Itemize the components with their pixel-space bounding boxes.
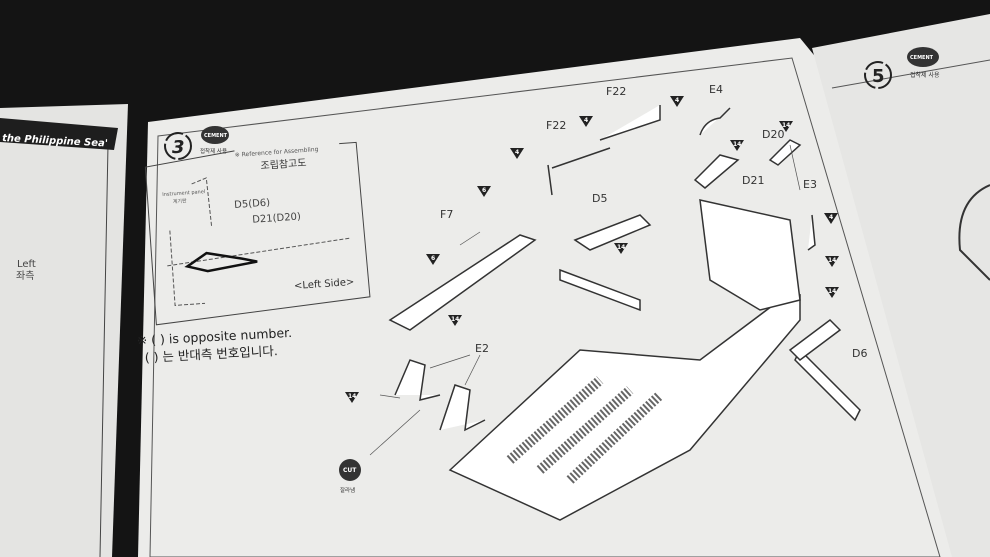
cement-mark: 14 — [345, 392, 359, 403]
cement-mark: 6 — [426, 254, 440, 265]
right-page-border — [831, 59, 990, 89]
cockpit-floor-part — [448, 199, 861, 521]
reference-box: ※ Reference for Assembling 조립참고도 Instrum… — [144, 141, 371, 326]
svg-text:14: 14 — [617, 244, 625, 251]
part-label-d5: D5 — [592, 192, 607, 205]
part-label-e3: E3 — [803, 178, 817, 191]
instrument-panel-label: Instrument panel — [162, 189, 205, 198]
cement-mark: 14 — [730, 140, 744, 151]
right-page-part-outline — [958, 184, 990, 281]
reference-title-ko: 조립참고도 — [260, 156, 307, 172]
part-label-f22-b: F22 — [546, 119, 566, 132]
step5-header: 5 CEMENT 접착제 사용 — [864, 47, 940, 89]
callout-d21-d20: D21(D20) — [252, 211, 301, 225]
left-side-caption: <Left Side> — [294, 277, 355, 292]
cement-mark: 14 — [825, 256, 839, 267]
svg-text:4: 4 — [675, 97, 679, 104]
svg-text:4: 4 — [829, 214, 833, 221]
svg-text:14: 14 — [828, 288, 836, 295]
callout-d5-d6: D5(D6) — [234, 198, 271, 211]
step5-cement-icon — [907, 47, 939, 67]
svg-text:6: 6 — [431, 255, 435, 262]
part-label-d21: D21 — [742, 174, 764, 187]
svg-text:14: 14 — [348, 393, 356, 400]
cut-badge-ko: 잘라냄 — [340, 486, 355, 494]
left-side-label: Left — [17, 259, 36, 270]
step3-cement-icon — [201, 126, 229, 144]
part-d6 — [788, 319, 842, 361]
part-f22-b — [599, 105, 661, 141]
part-d20 — [768, 139, 802, 166]
part-label-e4: E4 — [709, 83, 723, 96]
center-page — [138, 38, 955, 557]
opposite-number-note-ko: ( ) 는 반대측 번호입니다. — [144, 343, 278, 365]
part-label-d6: D6 — [852, 347, 867, 360]
cement-mark: 14 — [779, 121, 793, 132]
cement-mark: 14 — [448, 315, 462, 326]
step3-cement-badge: CEMENT — [204, 133, 228, 139]
left-page — [0, 104, 128, 557]
svg-text:4: 4 — [515, 149, 519, 156]
part-e4 — [699, 107, 731, 136]
cement-mark: 4 — [670, 96, 684, 107]
cement-mark: 4 — [824, 213, 838, 224]
cement-mark: 14 — [614, 243, 628, 254]
part-d5 — [573, 214, 652, 251]
step5-number: 5 — [872, 66, 885, 87]
right-page — [812, 14, 990, 557]
svg-text:14: 14 — [733, 141, 741, 148]
cut-badge-text: CUT — [343, 467, 357, 474]
part-label-f7: F7 — [440, 208, 453, 221]
left-side-label-ko: 좌측 — [16, 270, 34, 282]
part-f7 — [388, 234, 537, 331]
cement-mark: 14 — [825, 287, 839, 298]
cement-mark: 4 — [579, 116, 593, 127]
cut-icon — [339, 459, 361, 481]
left-page-inner-border — [99, 144, 109, 557]
part-label-d20: D20 — [762, 128, 784, 141]
part-f22-a — [547, 147, 611, 196]
step5-cement-badge: CEMENT — [910, 55, 934, 61]
cement-mark: 6 — [477, 186, 491, 197]
step5-cement-ko: 접착제 사용 — [910, 71, 940, 79]
step5-number-circle — [864, 61, 892, 89]
step3-number: 3 — [172, 137, 185, 158]
svg-text:14: 14 — [782, 122, 790, 129]
part-e2-right — [439, 384, 486, 432]
part-e2-left — [394, 359, 441, 401]
part-d21 — [693, 154, 740, 189]
part-label-f22-a: F22 — [606, 85, 626, 98]
left-page-banner — [0, 118, 118, 150]
svg-text:4: 4 — [584, 117, 588, 124]
cut-badge: CUT 잘라냄 — [339, 459, 361, 494]
step3-cement-ko: 접착제 사용 — [200, 147, 227, 155]
cement-mark: 4 — [510, 148, 524, 159]
center-page-border — [149, 57, 941, 557]
step3-number-circle — [164, 132, 192, 160]
svg-text:14: 14 — [828, 257, 836, 264]
part-label-e2: E2 — [475, 342, 489, 355]
part-e3 — [807, 214, 816, 251]
step3-header: 3 CEMENT 접착제 사용 — [164, 126, 229, 160]
svg-text:14: 14 — [451, 316, 459, 323]
instrument-panel-label-ko: 계기판 — [173, 197, 188, 205]
svg-text:6: 6 — [482, 187, 486, 194]
